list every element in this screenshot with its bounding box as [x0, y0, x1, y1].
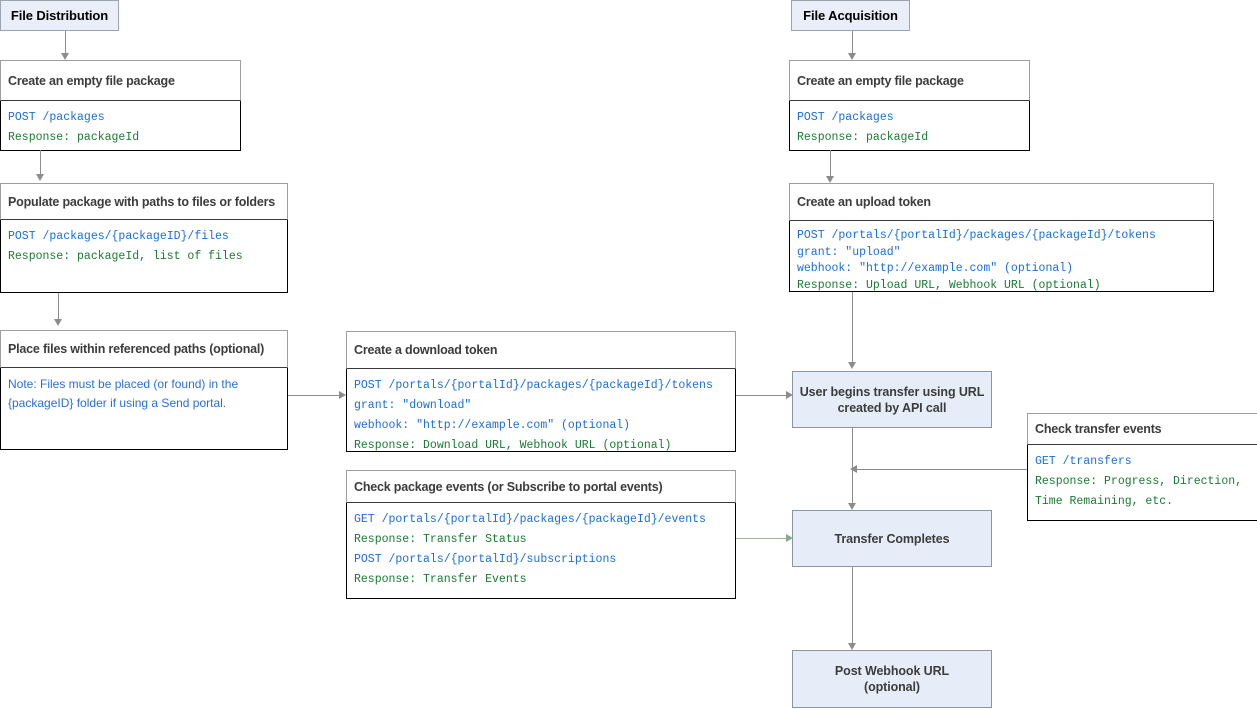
process-label: Post Webhook URL (optional) — [834, 664, 950, 694]
connector-arrow-down — [848, 503, 856, 510]
card-header: Populate package with paths to files or … — [0, 183, 288, 220]
card-header: Create an empty file package — [789, 60, 1030, 101]
api-line: Response: Download URL, Webhook URL (opt… — [354, 439, 672, 452]
process-user-begins-transfer[interactable]: User begins transfer using URL created b… — [792, 371, 992, 428]
card-header: Place files within referenced paths (opt… — [0, 330, 288, 368]
api-line: GET /transfers — [1035, 455, 1132, 468]
card-body: POST /portals/{portalId}/packages/{packa… — [346, 369, 736, 452]
card-header: Check package events (or Subscribe to po… — [346, 470, 736, 503]
card-body: POST /packages/{packageID}/files Respons… — [0, 220, 288, 293]
connector-line — [736, 538, 786, 539]
api-line: grant: "upload" — [797, 245, 901, 259]
card-header: Create an empty file package — [0, 60, 241, 101]
card-body-note: Note: Files must be placed (or found) in… — [0, 368, 288, 450]
api-line: GET /portals/{portalId}/packages/{packag… — [354, 513, 706, 526]
connector-arrow-down — [848, 53, 856, 60]
connector-line — [830, 150, 831, 176]
card-header: Check transfer events — [1027, 413, 1257, 445]
api-line: POST /portals/{portalId}/packages/{packa… — [797, 229, 1156, 242]
card-create-upload-token[interactable]: Create an upload token POST /portals/{po… — [789, 183, 1214, 292]
connector-arrow-down — [848, 643, 856, 650]
connector-arrow-left — [850, 465, 857, 473]
connector-arrow-down — [826, 176, 834, 183]
process-transfer-completes[interactable]: Transfer Completes — [792, 510, 992, 567]
connector-arrow-down — [54, 319, 62, 326]
process-label: User begins transfer using URL created b… — [799, 384, 985, 415]
card-check-package-events[interactable]: Check package events (or Subscribe to po… — [346, 470, 736, 599]
connector-line — [40, 150, 41, 174]
process-label: Transfer Completes — [834, 531, 950, 546]
connector-line — [736, 395, 786, 396]
api-line: Response: packageId — [797, 131, 929, 144]
lane-title-label: File Distribution — [10, 8, 109, 23]
connector-line — [852, 292, 853, 362]
api-line: POST /portals/{portalId}/packages/{packa… — [354, 379, 713, 392]
card-create-download-token[interactable]: Create a download token POST /portals/{p… — [346, 331, 736, 452]
lane-title-file-distribution: File Distribution — [0, 0, 119, 31]
card-check-transfer-events[interactable]: Check transfer events GET /transfers Res… — [1027, 413, 1257, 521]
connector-line — [857, 469, 1027, 470]
card-header: Create a download token — [346, 331, 736, 369]
card-body: POST /packages Response: packageId — [0, 101, 241, 151]
api-line: POST /packages/{packageID}/files — [8, 230, 229, 243]
connector-line — [852, 31, 853, 53]
api-line: Response: Transfer Events — [354, 573, 527, 586]
api-line: Response: Upload URL, Webhook URL (optio… — [797, 278, 1101, 292]
connector-line — [65, 31, 66, 53]
api-line: Response: packageId, list of files — [8, 250, 243, 263]
card-create-empty-file-package-right[interactable]: Create an empty file package POST /packa… — [789, 60, 1030, 151]
api-line: POST /packages — [8, 111, 105, 124]
api-line: Response: Progress, Direction, — [1035, 475, 1243, 488]
lane-title-label: File Acquisition — [803, 8, 898, 23]
lane-title-file-acquisition: File Acquisition — [791, 0, 910, 31]
card-body: POST /portals/{portalId}/packages/{packa… — [789, 221, 1214, 292]
card-create-empty-file-package-left[interactable]: Create an empty file package POST /packa… — [0, 60, 241, 151]
connector-arrow-right — [339, 391, 346, 399]
connector-line — [58, 293, 59, 319]
api-line: Response: Transfer Status — [354, 533, 527, 546]
api-line: webhook: "http://example.com" (optional) — [354, 419, 631, 432]
card-body: POST /packages Response: packageId — [789, 101, 1030, 151]
card-header: Create an upload token — [789, 183, 1214, 221]
api-line: webhook: "http://example.com" (optional) — [797, 262, 1074, 275]
api-line: grant: "download" — [354, 399, 472, 412]
connector-line — [288, 395, 339, 396]
connector-arrow-down — [36, 174, 44, 181]
card-body: GET /portals/{portalId}/packages/{packag… — [346, 503, 736, 599]
connector-arrow-right — [786, 534, 793, 542]
api-line: Time Remaining, etc. — [1035, 495, 1174, 508]
connector-line — [852, 567, 853, 646]
connector-arrow-down — [848, 362, 856, 369]
card-body: GET /transfers Response: Progress, Direc… — [1027, 445, 1257, 521]
connector-arrow-right — [786, 391, 793, 399]
api-line: POST /portals/{portalId}/subscriptions — [354, 553, 617, 566]
connector-arrow-down — [61, 53, 69, 60]
card-place-files[interactable]: Place files within referenced paths (opt… — [0, 330, 288, 450]
process-post-webhook-url[interactable]: Post Webhook URL (optional) — [792, 650, 992, 708]
card-populate-package[interactable]: Populate package with paths to files or … — [0, 183, 288, 293]
api-line: POST /packages — [797, 111, 894, 124]
api-line: Response: packageId — [8, 131, 140, 144]
